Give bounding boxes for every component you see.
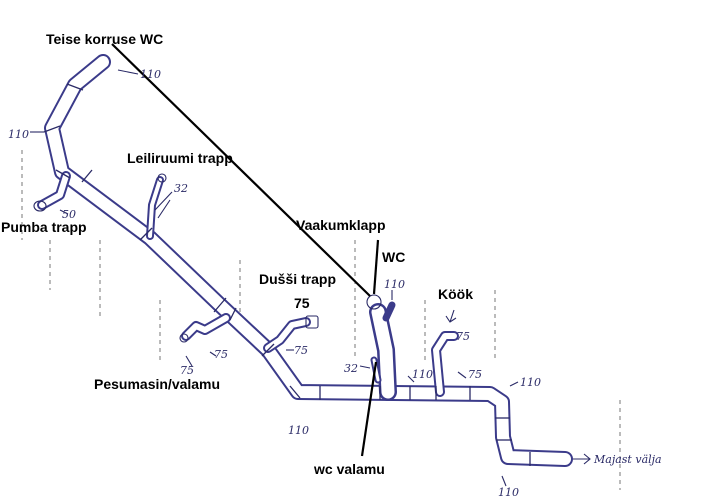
note-50: 50: [62, 208, 76, 221]
wc-riser-branch: [366, 294, 397, 401]
kitchen-branch: [431, 331, 459, 397]
note-75-washer-a: 75: [180, 364, 194, 377]
label-sauna-trap: Leiliruumi trapp: [127, 150, 233, 166]
note-75-kitchen-a: 75: [456, 330, 470, 343]
leader-lines: [111, 43, 380, 457]
label-washer-sink: Pesumasin/valamu: [94, 376, 220, 392]
pipe-joints: [43, 83, 531, 466]
note-75-kitchen-b: 75: [468, 368, 482, 381]
note-32-wcsink: 32: [344, 362, 358, 375]
label-vacuum-valve: Vaakumklapp: [296, 217, 386, 233]
pump-trap-branch: [33, 171, 71, 212]
note-75-shower: 75: [294, 344, 308, 357]
dimension-ticks: [30, 69, 591, 487]
wc-sink-leader: [360, 361, 378, 457]
note-110-right: 110: [520, 376, 541, 389]
label-shower-size: 75: [294, 295, 310, 311]
washer-sink-branch: [179, 313, 231, 343]
note-110-bottom-right: 110: [498, 486, 519, 499]
label-wc: WC: [382, 249, 405, 265]
label-upper-wc: Teise korruse WC: [46, 31, 163, 47]
guide-lines: [21, 150, 621, 490]
note-outlet: Majast välja: [593, 453, 662, 466]
note-110-left: 110: [8, 128, 29, 141]
note-110-bottom-mid: 110: [288, 424, 309, 437]
vacuum-valve-pointer: [372, 239, 380, 295]
labels: Teise korruse WC Leiliruumi trapp Pumba …: [1, 31, 473, 477]
wc-sink-branch: [370, 356, 382, 384]
label-kitchen: Köök: [438, 286, 473, 302]
handwritten-notes: 110 110 50 32 75 75 75 32 110 110 75 75 …: [8, 68, 662, 499]
note-75-washer-b: 75: [214, 348, 228, 361]
shower-trap-branch: [263, 315, 319, 353]
sauna-trap-branch: [146, 173, 173, 240]
note-110-main: 110: [412, 368, 433, 381]
note-110-wc: 110: [384, 278, 405, 291]
note-110-top: 110: [140, 68, 161, 81]
note-32-sauna: 32: [174, 182, 188, 195]
label-shower-trap: Dušši trapp: [259, 271, 336, 287]
main-drain-pipe: [44, 54, 573, 467]
vacuum-valve-leader: [111, 43, 371, 297]
label-wc-sink: wc valamu: [313, 461, 385, 477]
label-pump-trap: Pumba trapp: [1, 219, 87, 235]
